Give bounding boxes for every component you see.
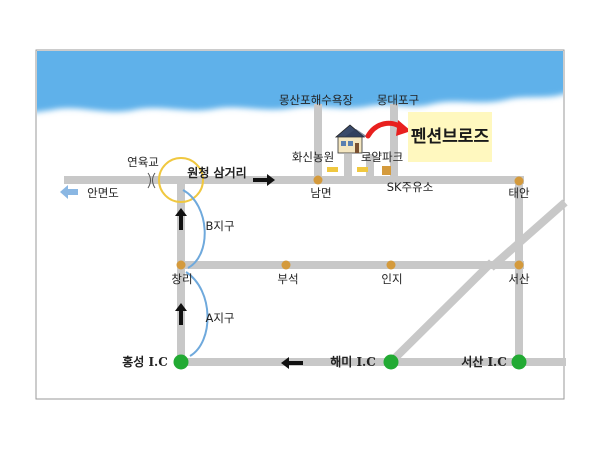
b-district-curve (182, 189, 206, 269)
label-haemi-ic: 해미 I.C (330, 354, 376, 369)
right-arrow-icon (253, 174, 275, 186)
label-seosan-ic: 서산 I.C (461, 354, 507, 369)
label-yeonyukgyo: 연육교 (127, 155, 159, 169)
label-a-district: A지구 (205, 311, 234, 325)
left-arrow-icon (281, 357, 303, 369)
sea-area (37, 51, 563, 113)
bridge-marks (147, 172, 156, 189)
label-inji: 인지 (381, 272, 402, 286)
node-buseok (281, 260, 291, 270)
label-sk-station: SK주유소 (387, 180, 434, 194)
house-icon (334, 124, 368, 154)
node-changri (176, 260, 186, 270)
label-wonchung-junction: 원청 삼거리 (187, 165, 246, 180)
node-seosan (514, 260, 524, 270)
label-seosan: 서산 (508, 272, 530, 286)
direction-arrows (175, 174, 303, 369)
label-mongdae-port: 몽대포구 (377, 93, 419, 107)
label-buseok: 부석 (277, 272, 298, 286)
marker-royal (357, 167, 368, 172)
road-diagonal (385, 259, 495, 368)
ic-haemi (383, 354, 399, 370)
brand-box (408, 112, 492, 162)
a-district-curve (185, 271, 209, 357)
node-sk-station (382, 166, 391, 175)
up-arrow-icon (175, 303, 187, 325)
label-taean: 태안 (508, 186, 530, 200)
up-arrow-icon (175, 208, 187, 230)
ic-seosan (511, 354, 527, 370)
label-hongseong-ic: 홍성 I.C (122, 354, 168, 369)
ic-nodes (173, 354, 527, 370)
road-east-diagonal (488, 199, 568, 271)
node-taean (514, 176, 524, 186)
roads (64, 104, 568, 368)
marker-hwasin (327, 167, 338, 172)
label-royal-park: 로얄파크 (361, 150, 403, 164)
node-inji (386, 260, 396, 270)
nodes (176, 166, 524, 270)
label-hwasin-farm: 화신농원 (292, 150, 334, 164)
label-mongsan-beach: 몽산포해수욕장 (279, 93, 353, 107)
curved-arrow-icon (365, 120, 411, 139)
junction-highlight-circle (158, 157, 204, 203)
left-arrow-icon (60, 185, 78, 199)
label-nammyeon: 남면 (310, 186, 331, 200)
label-anmyeondo: 안면도 (87, 186, 119, 200)
ic-hongseong (173, 354, 189, 370)
label-changri: 창리 (171, 272, 192, 286)
label-b-district: B지구 (205, 219, 234, 233)
brand-name: 펜션브로즈 (411, 127, 490, 147)
node-nammyeon (313, 175, 323, 185)
